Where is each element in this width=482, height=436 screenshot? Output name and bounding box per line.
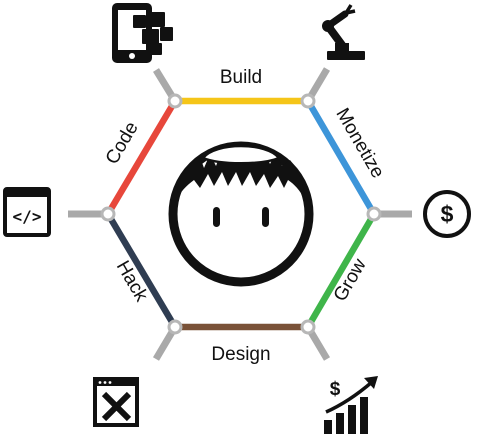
edge-code bbox=[105, 99, 178, 216]
robot-base bbox=[327, 51, 365, 60]
design-window-icon bbox=[93, 377, 139, 427]
app-tile-2 bbox=[150, 12, 165, 27]
mobile-apps-icon bbox=[112, 3, 173, 63]
node-right bbox=[366, 206, 382, 222]
app-tile-4 bbox=[160, 27, 173, 41]
ruler bbox=[101, 391, 132, 422]
coin-symbol: $ bbox=[441, 201, 454, 227]
edge-hack bbox=[105, 212, 178, 329]
design-window-dot-1 bbox=[98, 381, 102, 384]
chart-dollar-symbol: $ bbox=[330, 379, 341, 400]
robot-arm-icon bbox=[322, 4, 365, 60]
app-tile-5 bbox=[150, 43, 162, 55]
code-window-titlebar bbox=[5, 189, 49, 197]
bar-2 bbox=[336, 413, 344, 434]
face-with-kippah-icon bbox=[168, 141, 314, 287]
growth-arrow-head bbox=[364, 376, 378, 389]
app-tile-1 bbox=[133, 15, 146, 28]
coin-outline bbox=[423, 190, 471, 238]
code-window-icon: </> bbox=[3, 187, 51, 237]
robot-joint bbox=[322, 20, 334, 32]
robot-gripper bbox=[344, 4, 356, 15]
dollar-coin-icon: $ bbox=[423, 190, 471, 238]
right-eye bbox=[262, 207, 269, 227]
label-monetize: Monetize bbox=[331, 105, 388, 182]
growth-chart-icon: $ bbox=[324, 376, 378, 434]
design-window-titlebar bbox=[95, 379, 137, 386]
phone-home-button bbox=[129, 53, 135, 59]
edge-grow bbox=[305, 212, 377, 329]
edge-monetize bbox=[305, 99, 377, 216]
bar-4 bbox=[360, 397, 368, 434]
bar-3 bbox=[348, 405, 356, 434]
bar-1 bbox=[324, 420, 332, 434]
phone-shape bbox=[112, 3, 152, 63]
hexagon-edges bbox=[105, 97, 377, 331]
app-tile-3 bbox=[142, 29, 159, 44]
node-bottom-right bbox=[300, 319, 316, 335]
hair bbox=[176, 150, 305, 200]
node-top-right bbox=[300, 93, 316, 109]
label-design: Design bbox=[211, 344, 270, 365]
label-build: Build bbox=[220, 67, 262, 88]
code-symbol: </> bbox=[13, 207, 42, 226]
node-top-left bbox=[167, 93, 183, 109]
design-window-dot-3 bbox=[108, 381, 112, 384]
growth-arrow-line bbox=[325, 380, 374, 414]
left-eye bbox=[213, 207, 220, 227]
node-left bbox=[100, 206, 116, 222]
node-bottom-left bbox=[167, 319, 183, 335]
kippah bbox=[201, 144, 281, 165]
vertex-nodes bbox=[100, 93, 382, 335]
design-window-dot-2 bbox=[103, 381, 107, 384]
